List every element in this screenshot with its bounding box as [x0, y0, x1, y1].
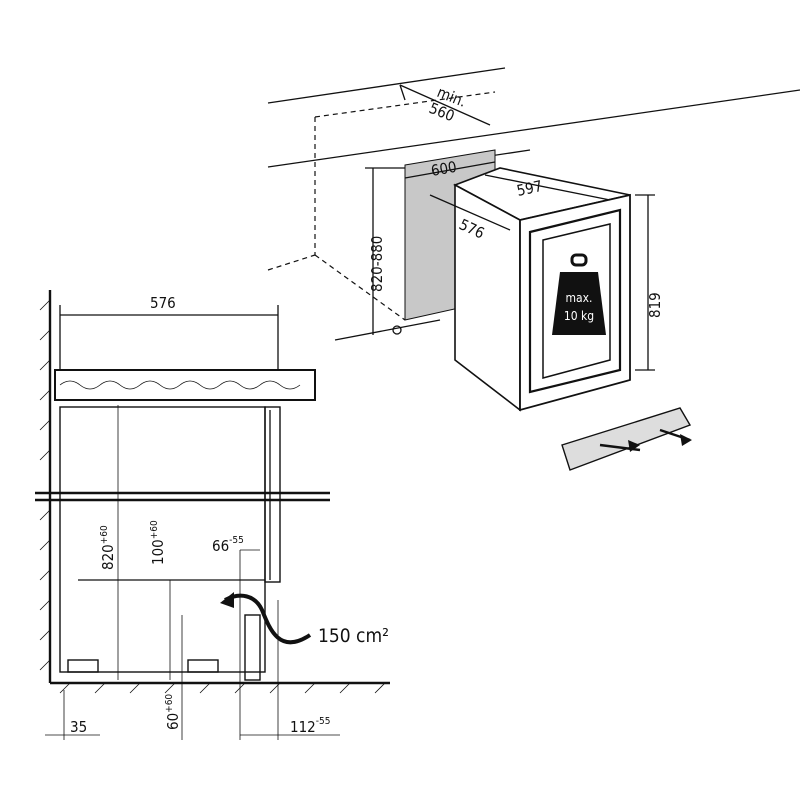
plinth-height-label: 100+60 — [149, 520, 167, 565]
niche-width-label: 600 — [430, 158, 458, 180]
foot-height-label: 60+60 — [164, 694, 182, 730]
appliance-width-label: 597 — [515, 177, 544, 200]
section-view: 576 820+60 100+60 66-55 35 60+60 112-55 … — [35, 290, 390, 740]
airflow-arrow-icon — [220, 592, 312, 645]
main-height-label: 820+60 — [99, 525, 117, 570]
max-load-label: max. — [566, 291, 593, 305]
plinth-offset-label: 66-55 — [212, 535, 244, 555]
appliance-perspective: 597 576 819 max. 10 kg — [429, 167, 664, 412]
appliance-height-label: 819 — [646, 292, 664, 318]
front-gap-label: 112-55 — [290, 716, 330, 736]
wall-gap-label: 35 — [70, 718, 87, 736]
worktop-depth-label: 576 — [150, 294, 176, 312]
weight-icon — [552, 253, 606, 335]
max-load-value: 10 kg — [564, 309, 594, 323]
vent-area-label: 150 cm² — [318, 625, 389, 647]
niche-height-label: 820-880 — [368, 236, 386, 292]
ventilation-grille — [561, 407, 692, 471]
